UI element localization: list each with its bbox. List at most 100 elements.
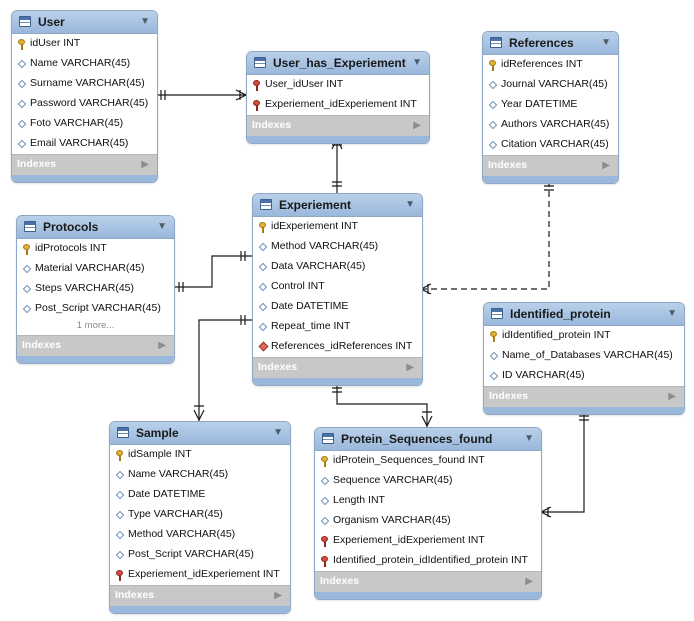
column-row[interactable]: Identified_protein_idIdentified_protein … <box>315 551 541 571</box>
column-label: idReferences INT <box>501 58 583 70</box>
column-row[interactable]: Password VARCHAR(45) <box>12 94 157 114</box>
column-row[interactable]: Post_Script VARCHAR(45) <box>17 299 174 319</box>
column-row[interactable]: Name VARCHAR(45) <box>12 54 157 74</box>
table-sample[interactable]: Sample ▼ idSample INT Name VARCHAR(45) D… <box>109 421 291 614</box>
indexes-section[interactable]: Indexes ▶ <box>247 115 429 136</box>
column-label: Steps VARCHAR(45) <box>35 282 135 294</box>
column-row[interactable]: Surname VARCHAR(45) <box>12 74 157 94</box>
expand-arrow-icon[interactable]: ▶ <box>668 391 676 402</box>
table-protein-sequences-found[interactable]: Protein_Sequences_found ▼ idProtein_Sequ… <box>314 427 542 600</box>
table-identified-protein[interactable]: Identified_protein ▼ idIdentified_protei… <box>483 302 685 415</box>
table-experiement[interactable]: Experiement ▼ idExperiement INT Method V… <box>252 193 423 386</box>
indexes-section[interactable]: Indexes ▶ <box>12 154 157 175</box>
column-row[interactable]: Post_Script VARCHAR(45) <box>110 545 290 565</box>
column-icon <box>115 530 125 540</box>
column-row[interactable]: Repeat_time INT <box>253 317 422 337</box>
column-row[interactable]: Material VARCHAR(45) <box>17 259 174 279</box>
column-label: Data VARCHAR(45) <box>271 260 366 272</box>
column-icon <box>115 510 125 520</box>
column-row[interactable]: Date DATETIME <box>110 485 290 505</box>
table-title: User <box>38 15 65 29</box>
expand-arrow-icon[interactable]: ▶ <box>413 120 421 131</box>
column-row[interactable]: References_idReferences INT <box>253 337 422 357</box>
column-row[interactable]: idProtocols INT <box>17 239 174 259</box>
table-header[interactable]: User ▼ <box>12 11 157 34</box>
column-row[interactable]: Organism VARCHAR(45) <box>315 511 541 531</box>
table-header[interactable]: Protocols ▼ <box>17 216 174 239</box>
table-icon <box>491 308 503 319</box>
indexes-section[interactable]: Indexes ▶ <box>484 386 684 407</box>
table-header[interactable]: Protein_Sequences_found ▼ <box>315 428 541 451</box>
foreign-key-icon <box>321 536 329 547</box>
table-header[interactable]: Identified_protein ▼ <box>484 303 684 326</box>
column-row[interactable]: Method VARCHAR(45) <box>253 237 422 257</box>
column-row[interactable]: Sequence VARCHAR(45) <box>315 471 541 491</box>
column-icon <box>258 282 268 292</box>
column-row[interactable]: idReferences INT <box>483 55 618 75</box>
column-icon <box>22 264 32 274</box>
column-row[interactable]: Name VARCHAR(45) <box>110 465 290 485</box>
expand-arrow-icon[interactable]: ▶ <box>158 340 166 351</box>
more-columns-link[interactable]: 1 more... <box>76 320 115 331</box>
table-protocols[interactable]: Protocols ▼ idProtocols INT Material VAR… <box>16 215 175 364</box>
column-row[interactable]: Name_of_Databases VARCHAR(45) <box>484 346 684 366</box>
foreign-key-icon <box>253 100 261 111</box>
column-row[interactable]: Experiement_idExperiement INT <box>315 531 541 551</box>
collapse-caret-icon[interactable]: ▼ <box>667 308 677 319</box>
column-row[interactable]: Email VARCHAR(45) <box>12 134 157 154</box>
column-label: idUser INT <box>30 37 81 49</box>
one-marker <box>579 415 589 421</box>
column-row[interactable]: idExperiement INT <box>253 217 422 237</box>
collapse-caret-icon[interactable]: ▼ <box>405 199 415 210</box>
collapse-caret-icon[interactable]: ▼ <box>601 37 611 48</box>
column-row[interactable]: Date DATETIME <box>253 297 422 317</box>
column-row[interactable]: Foto VARCHAR(45) <box>12 114 157 134</box>
expand-arrow-icon[interactable]: ▶ <box>141 159 149 170</box>
expand-arrow-icon[interactable]: ▶ <box>274 590 282 601</box>
column-row[interactable]: idIdentified_protein INT <box>484 326 684 346</box>
column-row[interactable]: Steps VARCHAR(45) <box>17 279 174 299</box>
column-row[interactable]: Citation VARCHAR(45) <box>483 135 618 155</box>
foreign-key-icon <box>116 570 124 581</box>
table-header[interactable]: Experiement ▼ <box>253 194 422 217</box>
column-row[interactable]: Method VARCHAR(45) <box>110 525 290 545</box>
table-header[interactable]: References ▼ <box>483 32 618 55</box>
indexes-section[interactable]: Indexes ▶ <box>17 335 174 356</box>
expand-arrow-icon[interactable]: ▶ <box>525 576 533 587</box>
table-header[interactable]: User_has_Experiement ▼ <box>247 52 429 75</box>
indexes-section[interactable]: Indexes ▶ <box>110 585 290 606</box>
column-row[interactable]: Length INT <box>315 491 541 511</box>
column-row[interactable]: idUser INT <box>12 34 157 54</box>
column-row[interactable]: Data VARCHAR(45) <box>253 257 422 277</box>
column-label: Experiement_idExperiement INT <box>265 98 417 110</box>
column-row[interactable]: Experiement_idExperiement INT <box>247 95 429 115</box>
relationship-experiement-protein <box>336 383 428 428</box>
table-header[interactable]: Sample ▼ <box>110 422 290 445</box>
expand-arrow-icon[interactable]: ▶ <box>602 160 610 171</box>
table-user[interactable]: User ▼ idUser INT Name VARCHAR(45) Surna… <box>11 10 158 183</box>
column-row[interactable]: User_idUser INT <box>247 75 429 95</box>
indexes-section[interactable]: Indexes ▶ <box>315 571 541 592</box>
column-row[interactable]: Year DATETIME <box>483 95 618 115</box>
indexes-section[interactable]: Indexes ▶ <box>483 155 618 176</box>
column-row[interactable]: Type VARCHAR(45) <box>110 505 290 525</box>
collapse-caret-icon[interactable]: ▼ <box>412 57 422 68</box>
column-label: Experiement_idExperiement INT <box>333 534 485 546</box>
column-icon <box>320 476 330 486</box>
column-row[interactable]: Experiement_idExperiement INT <box>110 565 290 585</box>
indexes-section[interactable]: Indexes ▶ <box>253 357 422 378</box>
collapse-caret-icon[interactable]: ▼ <box>157 221 167 232</box>
collapse-caret-icon[interactable]: ▼ <box>140 16 150 27</box>
column-row[interactable]: Journal VARCHAR(45) <box>483 75 618 95</box>
column-row[interactable]: Authors VARCHAR(45) <box>483 115 618 135</box>
column-row[interactable]: ID VARCHAR(45) <box>484 366 684 386</box>
column-row[interactable]: idSample INT <box>110 445 290 465</box>
table-references[interactable]: References ▼ idReferences INT Journal VA… <box>482 31 619 184</box>
primary-key-icon <box>489 60 497 71</box>
collapse-caret-icon[interactable]: ▼ <box>273 427 283 438</box>
expand-arrow-icon[interactable]: ▶ <box>406 362 414 373</box>
column-row[interactable]: Control INT <box>253 277 422 297</box>
column-row[interactable]: idProtein_Sequences_found INT <box>315 451 541 471</box>
table-user-has-experiement[interactable]: User_has_Experiement ▼ User_idUser INT E… <box>246 51 430 144</box>
collapse-caret-icon[interactable]: ▼ <box>524 433 534 444</box>
